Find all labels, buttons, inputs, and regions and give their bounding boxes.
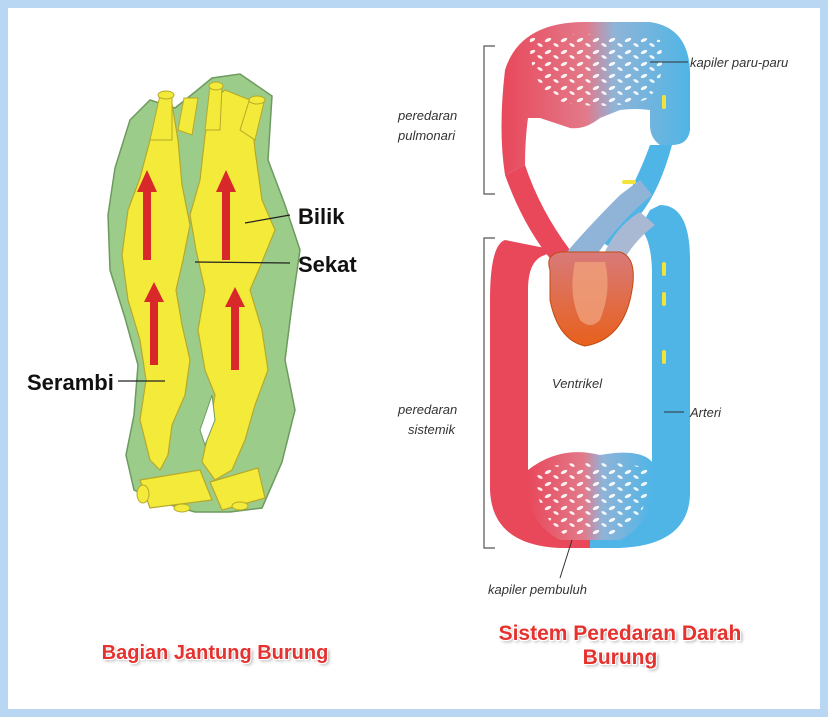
label-kapiler-pembuluh: kapiler pembuluh [488,582,587,597]
heart-cross-section: Bilik Sekat Serambi [27,74,357,512]
label-serambi: Serambi [27,370,114,395]
pulmonary-capillary-texture [530,34,662,106]
label-arteri: Arteri [689,405,722,420]
label-bilik: Bilik [298,204,345,229]
flow-marker [662,95,666,109]
label-kapiler-paru: kapiler paru-paru [690,55,788,70]
flow-marker [662,292,666,306]
label-peredaran-sistemik-1: peredaran [397,402,457,417]
vessel-opening [174,504,190,512]
vessel-opening [158,91,174,99]
label-peredaran-pulmonari-2: pulmonari [397,128,456,143]
circulation-diagram: kapiler paru-paru peredaran pulmonari pe… [397,22,788,597]
flow-marker [622,180,636,184]
label-peredaran-sistemik-2: sistemik [408,422,456,437]
caption-right-line1: Sistem Peredaran Darah [470,622,770,646]
vessel-opening [137,485,149,503]
vessel-opening [249,96,265,104]
flow-marker [662,262,666,276]
label-sekat: Sekat [298,252,357,277]
label-ventrikel: Ventrikel [552,376,603,391]
flow-marker [662,350,666,364]
caption-left: Bagian Jantung Burung [80,642,350,665]
pulmonary-bracket [484,46,495,194]
vessel-opening [232,502,248,510]
caption-right-line2: Burung [470,646,770,670]
label-peredaran-pulmonari-1: peredaran [397,108,457,123]
caption-right: Sistem Peredaran Darah Burung [470,622,770,670]
vessel-opening [209,82,223,90]
